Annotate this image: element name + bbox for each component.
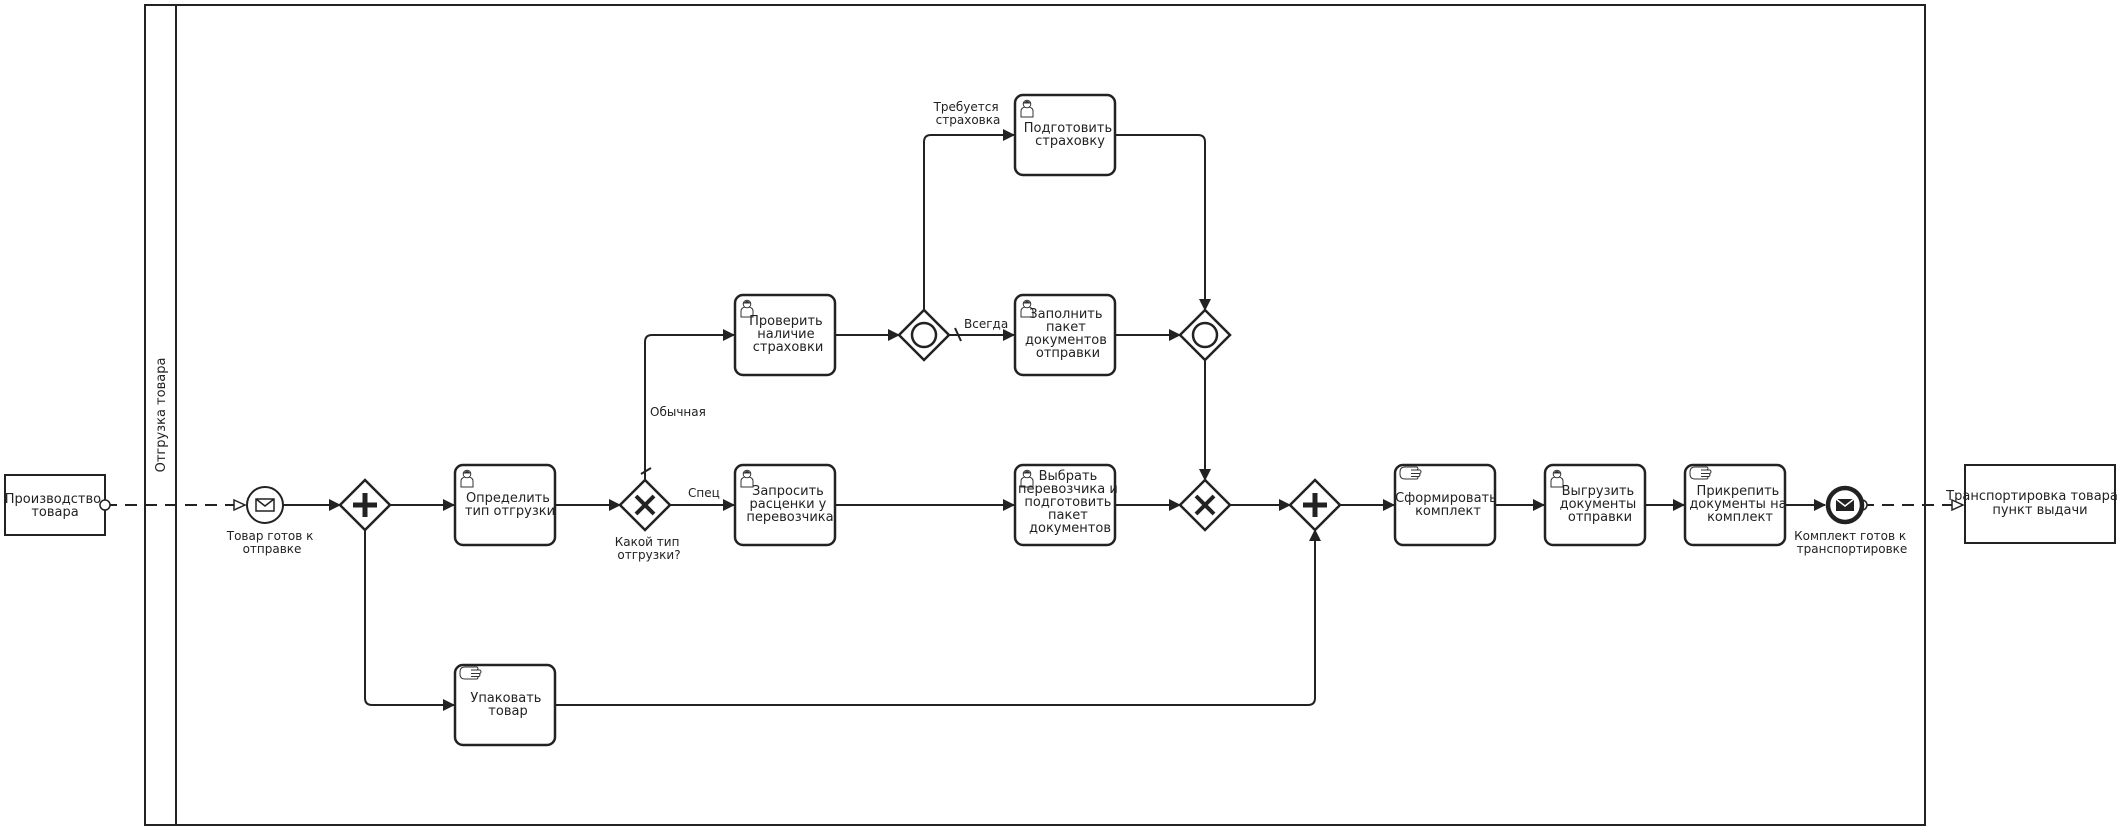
hand-icon xyxy=(459,666,482,680)
hand-icon xyxy=(1399,466,1422,480)
flow-label-always: Всегда xyxy=(964,317,1008,331)
flow-label-insurance: Требуется страховка xyxy=(933,100,1003,127)
parallel-join-gateway[interactable] xyxy=(1288,478,1342,532)
flow-label-special: Спец xyxy=(688,486,720,500)
svg-text:Запросить расценки у: Запросить расценки у перевозчика xyxy=(746,484,833,525)
hand-icon xyxy=(1689,466,1712,480)
parallel-split-gateway[interactable] xyxy=(338,478,392,532)
svg-text:Выбрать перевозчика и: Выбрать перевозчика и подготовить пакет … xyxy=(1018,469,1122,536)
task-pack-goods[interactable]: Упаковать товар xyxy=(453,663,557,747)
production-participant[interactable]: Производство товара xyxy=(4,474,106,536)
end-event[interactable] xyxy=(1825,485,1865,525)
task-export-docs[interactable]: Выгрузить документы отправки xyxy=(1543,463,1647,547)
inclusive-split-gateway[interactable] xyxy=(897,308,951,362)
svg-text:Выгрузить документы: Выгрузить документы отправки xyxy=(1560,484,1641,525)
task-determine-type[interactable]: Определить тип отгрузки xyxy=(453,463,557,547)
task-attach-docs[interactable]: Прикрепить документы на комплект xyxy=(1683,463,1791,547)
svg-text:Заполнить пакет до: Заполнить пакет документов отправки xyxy=(1025,307,1111,361)
flow-label-normal: Обычная xyxy=(650,405,706,419)
transport-participant[interactable]: Транспортировка товара в пункт выдачи xyxy=(1945,464,2120,544)
inclusive-join-gateway[interactable] xyxy=(1178,308,1232,362)
pool-title: Отгрузка товара xyxy=(154,358,169,473)
exclusive-type-gateway[interactable] xyxy=(618,478,672,532)
start-event[interactable] xyxy=(246,486,284,524)
task-check-insurance[interactable]: Проверить наличие страховки xyxy=(733,293,837,377)
sequence-flows xyxy=(283,129,1826,711)
transport-label-1: Транспортировка товара в xyxy=(1945,489,2120,504)
svg-text:Производство товара: Производство товара xyxy=(5,492,105,520)
exclusive-join-gateway[interactable] xyxy=(1178,478,1232,532)
end-event-label: Комплект готов к транспортировке xyxy=(1794,529,1910,556)
svg-text:Подготовить страховку: Подготовить страховку xyxy=(1024,121,1117,149)
task-prepare-insurance[interactable]: Подготовить страховку xyxy=(1013,93,1117,177)
production-label-2: товара xyxy=(31,505,78,520)
task-request-rates[interactable]: Запросить расценки у перевозчика xyxy=(733,463,837,547)
task-fill-package[interactable]: Заполнить пакет документов отправки xyxy=(1013,293,1117,377)
svg-text:Упаковать товар: Упаковать товар xyxy=(470,691,545,719)
svg-text:Сформировать комплект: Сформировать комплект xyxy=(1395,491,1501,519)
task-form-set[interactable]: Сформировать комплект xyxy=(1393,463,1501,547)
task-choose-carrier[interactable]: Выбрать перевозчика и подготовить пакет … xyxy=(1013,463,1122,547)
type-gateway-label: Какой тип отгрузки? xyxy=(615,535,684,562)
svg-text:Определить тип отгрузки: Определить тип отгрузки xyxy=(465,491,555,519)
svg-text:Проверить наличие: Проверить наличие страховки xyxy=(749,314,827,355)
production-label-1: Производство xyxy=(5,492,101,507)
svg-text:Прикрепить документы на: Прикрепить документы на комплект xyxy=(1689,484,1790,525)
svg-text:Транспортировка товара в: Транспортировка товара в пункт выдачи xyxy=(1945,489,2120,518)
start-event-label: Товар готов к отправке xyxy=(226,529,317,556)
transport-label-2: пункт выдачи xyxy=(1992,503,2087,518)
